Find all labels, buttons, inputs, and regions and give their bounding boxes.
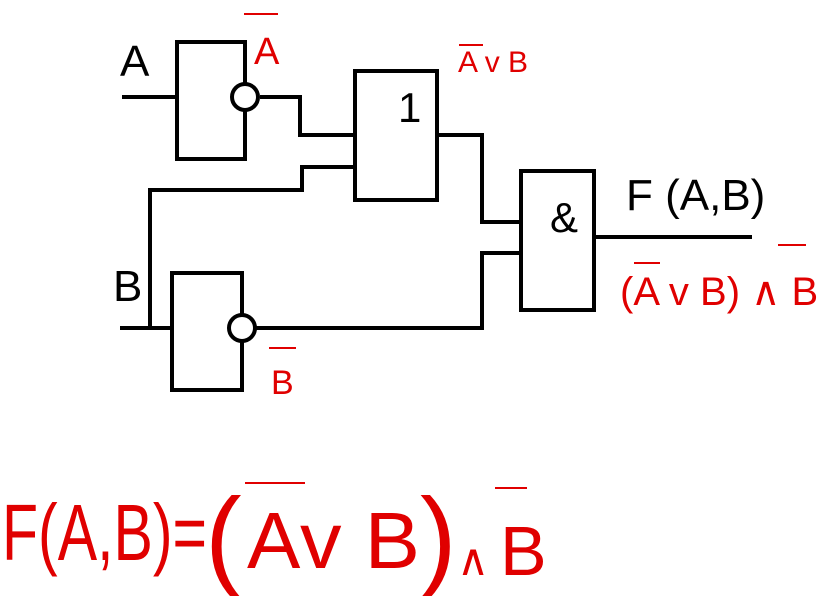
wire-not-a-to-or [260,95,355,137]
formula-open-paren: ( [205,476,242,596]
formula-close-paren: ) [420,476,457,596]
not-gate-a [175,40,260,161]
wire-or-to-and [437,133,521,224]
annotation-or-result: A v B [458,46,528,79]
output-expr-b: B [792,270,819,314]
input-b-label: B [113,262,142,311]
formula-lhs: F(A,B)= [2,488,207,577]
formula-or-b: v B [300,496,420,585]
formula-and: ∧ [457,536,489,585]
formula-not-a: A [247,496,301,585]
inversion-bubble-a [230,82,260,112]
formula: F(A,B)= ( A v B ) ∧ B [2,476,547,596]
wire-not-b-to-and [256,251,521,330]
output-expr-main: (A v B) ∧ [620,270,792,314]
formula-not-b: B [500,512,547,590]
not-gate-b [170,271,257,392]
or-gate-symbol: 1 [398,84,421,131]
or-gate: 1 [353,69,439,202]
annotation-output-expression: (A v B) ∧ B [620,270,818,314]
handwritten-annotations: A A v B B (A v B) ∧ B F(A,B)= ( A v B ) … [2,13,818,596]
annotation-not-b: B [271,364,294,402]
inversion-bubble-b [227,313,257,343]
and-gate-symbol: & [550,194,578,241]
wire-b-branch-to-or [148,165,355,328]
input-a-label: A [120,37,150,86]
annotation-not-a: A [254,31,280,73]
and-gate: & [519,169,596,312]
output-label: F (A,B) [626,171,765,220]
wires [120,95,752,330]
